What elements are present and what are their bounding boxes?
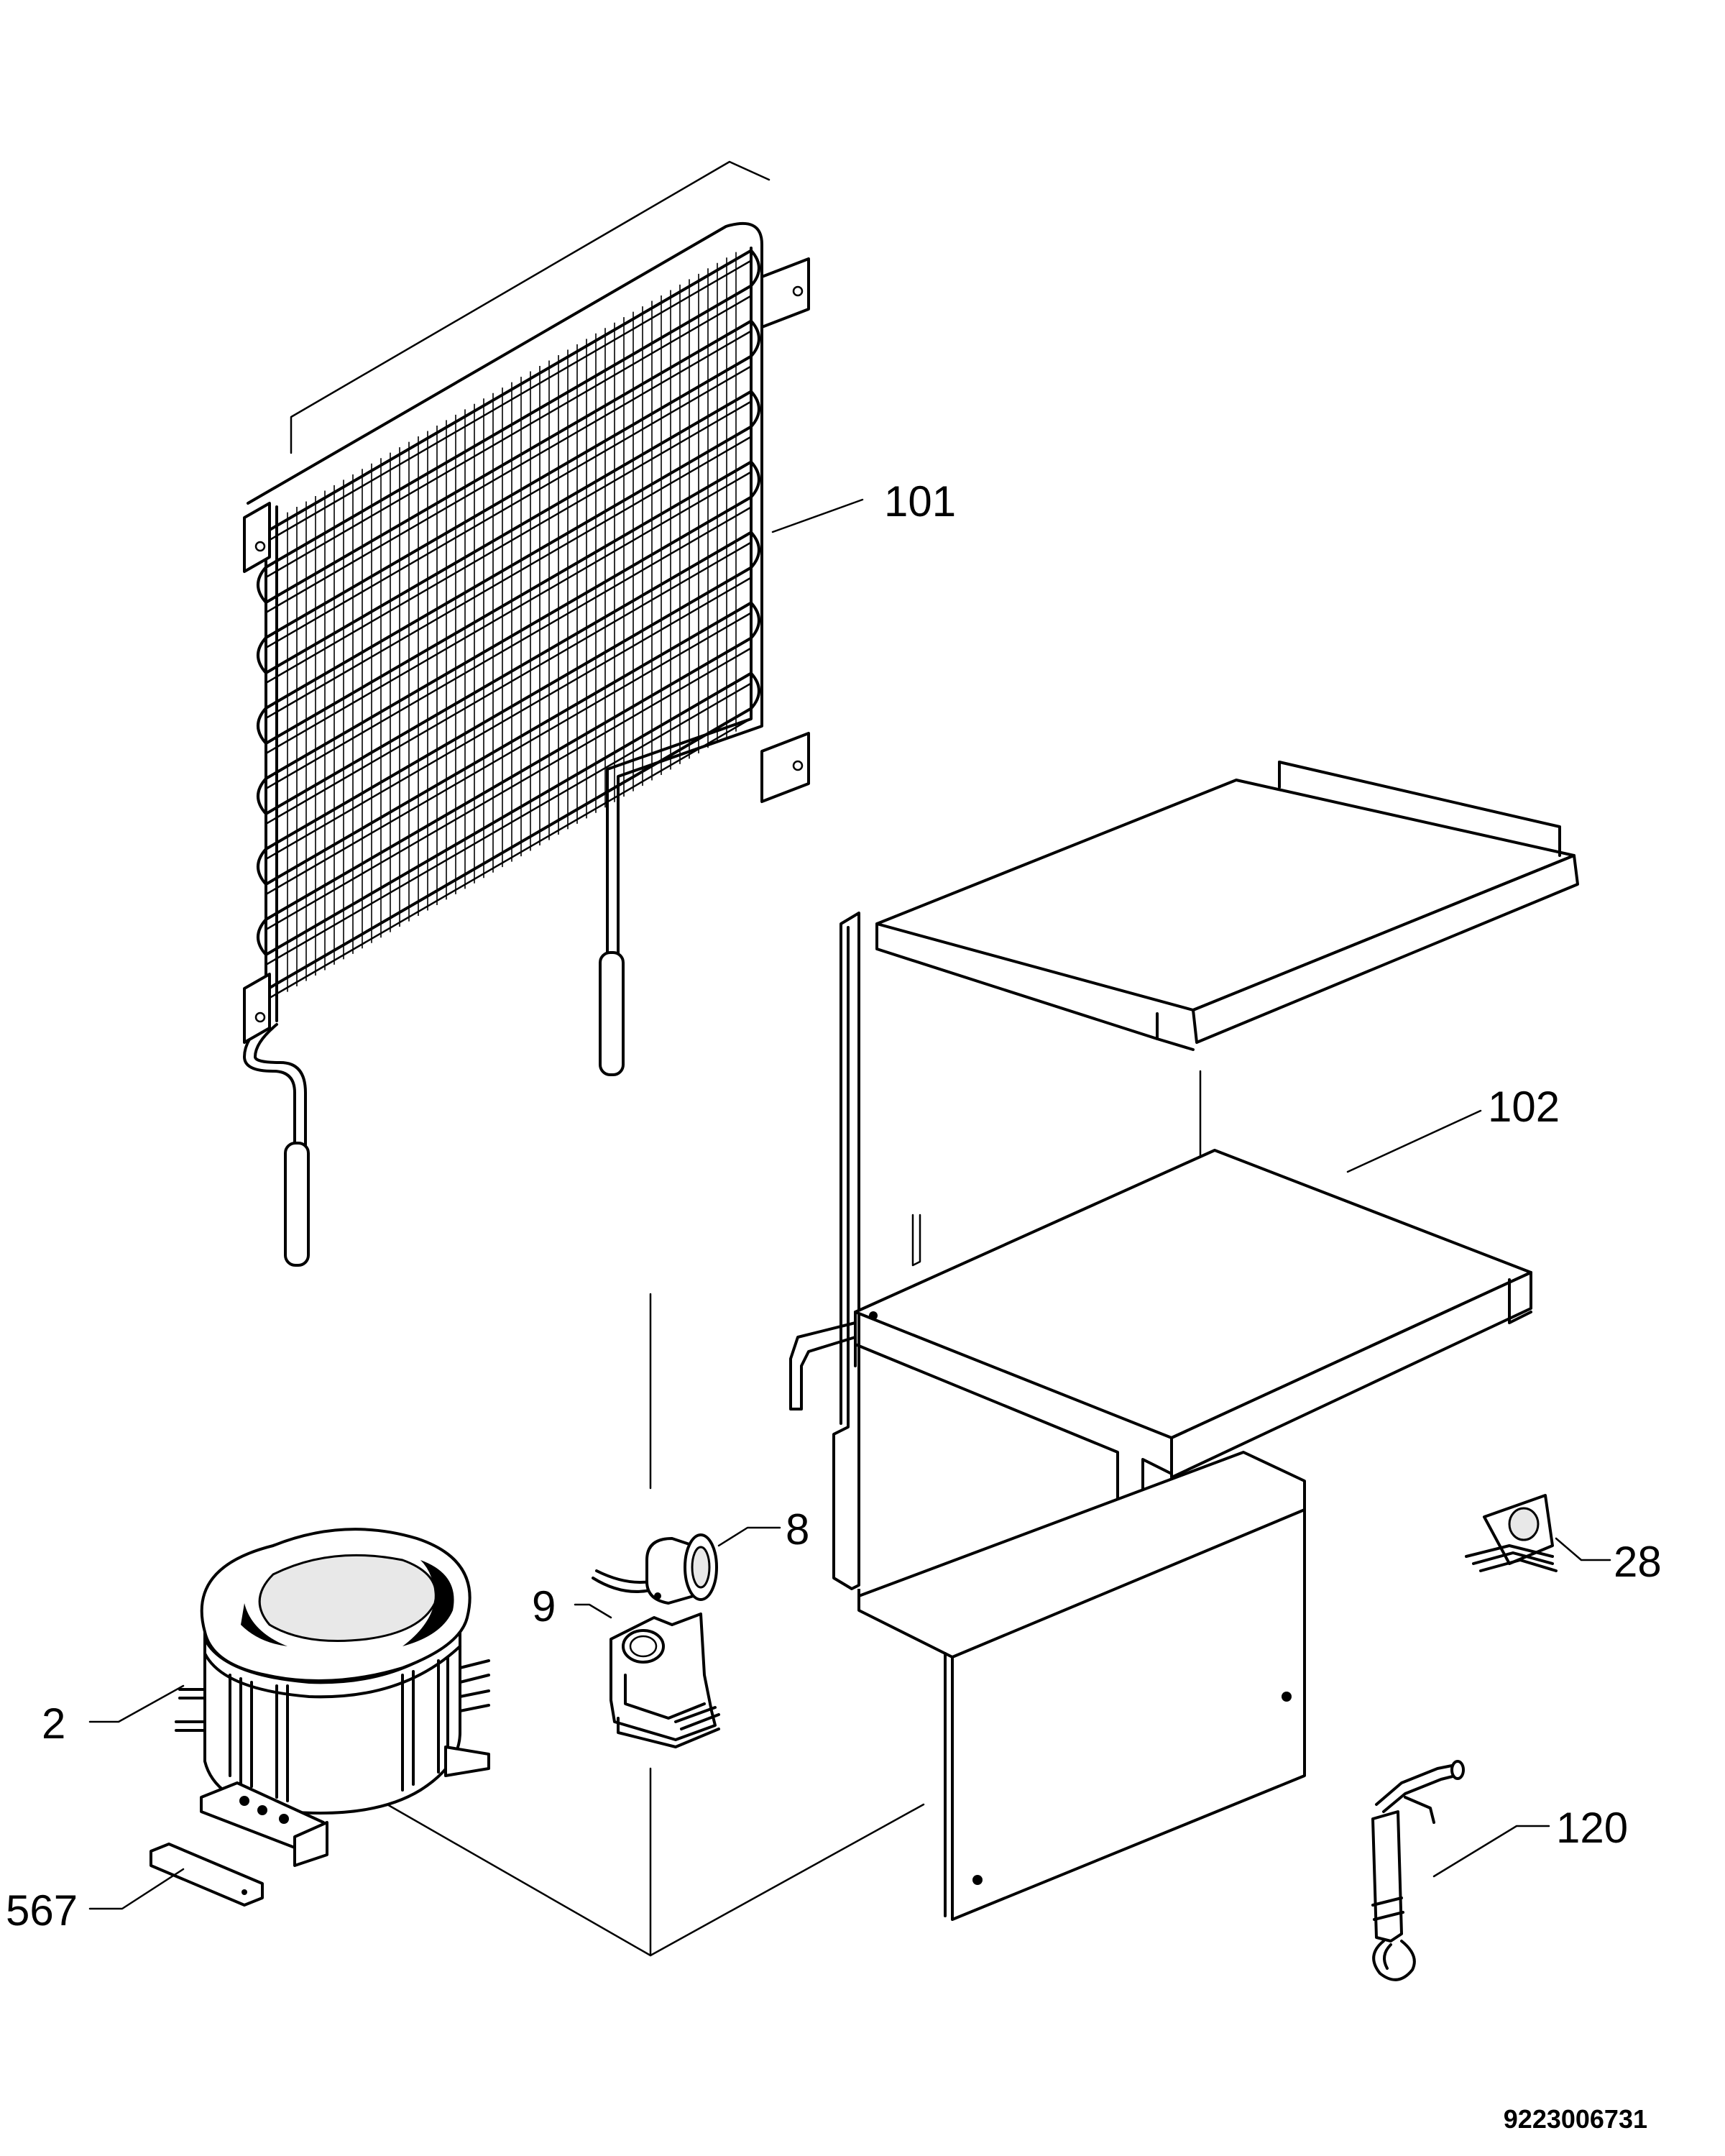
base-box-outline (380, 1293, 925, 1957)
condenser-tubes (257, 249, 760, 1001)
condenser-tube-bend (257, 566, 267, 604)
condenser-tube (264, 636, 753, 921)
condenser-tube (264, 319, 753, 604)
mounting-tab (760, 732, 810, 803)
reference-number: 9223006731 (1504, 2104, 1647, 2134)
label-9: 9 (532, 1582, 556, 1630)
condenser-tube-bend (750, 601, 760, 640)
condenser-tube-bend (257, 636, 267, 674)
shelf-frame (789, 761, 1579, 1921)
condenser-tube (264, 577, 753, 861)
condenser-tube-bend (257, 918, 267, 956)
leader-line-102 (1346, 1109, 1482, 1173)
filter-drier (1371, 1760, 1465, 1981)
leader-line-567 (88, 1868, 185, 1910)
condenser-tube (264, 365, 753, 649)
condenser-tube (264, 612, 753, 896)
leader-line-2 (88, 1684, 185, 1723)
condenser-tube (264, 460, 753, 745)
condenser-tube (264, 284, 753, 569)
condenser-tube (264, 471, 753, 755)
condenser-tube (264, 717, 753, 1001)
condenser-tube (264, 531, 753, 815)
relay-clip (610, 1613, 720, 1748)
condenser-tube (264, 400, 753, 684)
condenser-coil (243, 160, 810, 1267)
leader-line-28 (1555, 1537, 1611, 1561)
condenser-tube-bend (257, 848, 267, 886)
condenser-tube (264, 541, 753, 825)
mounting-tab (760, 257, 810, 329)
condenser-tube-bend (257, 777, 267, 815)
condenser-tube (264, 354, 753, 639)
condenser-fins (287, 252, 737, 992)
leader-line-101 (771, 498, 864, 533)
compressor-plate (150, 1843, 264, 1907)
condenser-tube (264, 330, 753, 614)
label-567: 567 (6, 1886, 78, 1935)
condenser-tube-bend (750, 671, 760, 710)
starter-relay (592, 1533, 718, 1605)
condenser-tube-bend (750, 531, 760, 569)
condenser-tube-bend (750, 249, 760, 288)
label-2: 2 (42, 1699, 65, 1748)
condenser-tube (264, 260, 753, 543)
condenser-tube-bend (750, 390, 760, 428)
label-102: 102 (1488, 1083, 1560, 1131)
label-120: 120 (1556, 1804, 1628, 1852)
condenser-tube (264, 295, 753, 579)
label-28: 28 (1614, 1538, 1662, 1586)
condenser-tube (264, 671, 753, 956)
label-101: 101 (884, 477, 956, 526)
mounting-tab (243, 502, 271, 573)
condenser-tube (264, 566, 753, 850)
condenser-tube (264, 707, 753, 991)
leader-line-8 (717, 1526, 781, 1547)
condenser-tube (264, 495, 753, 780)
leader-line-120 (1432, 1825, 1550, 1878)
mounting-bracket (1465, 1494, 1558, 1572)
leader-line-9 (574, 1603, 612, 1619)
condenser-tube (264, 436, 753, 720)
condenser-tube (264, 249, 753, 533)
compressor (175, 1528, 490, 1867)
condenser-tube (264, 647, 753, 931)
mounting-tab (243, 973, 271, 1044)
label-8: 8 (786, 1505, 809, 1554)
condenser-tube (264, 506, 753, 790)
condenser-tube (264, 682, 753, 966)
condenser-tube-bend (750, 319, 760, 358)
condenser-tube (264, 390, 753, 674)
condenser-tube (264, 425, 753, 710)
condenser-tube-bend (750, 460, 760, 499)
condenser-tube-bend (257, 707, 267, 745)
